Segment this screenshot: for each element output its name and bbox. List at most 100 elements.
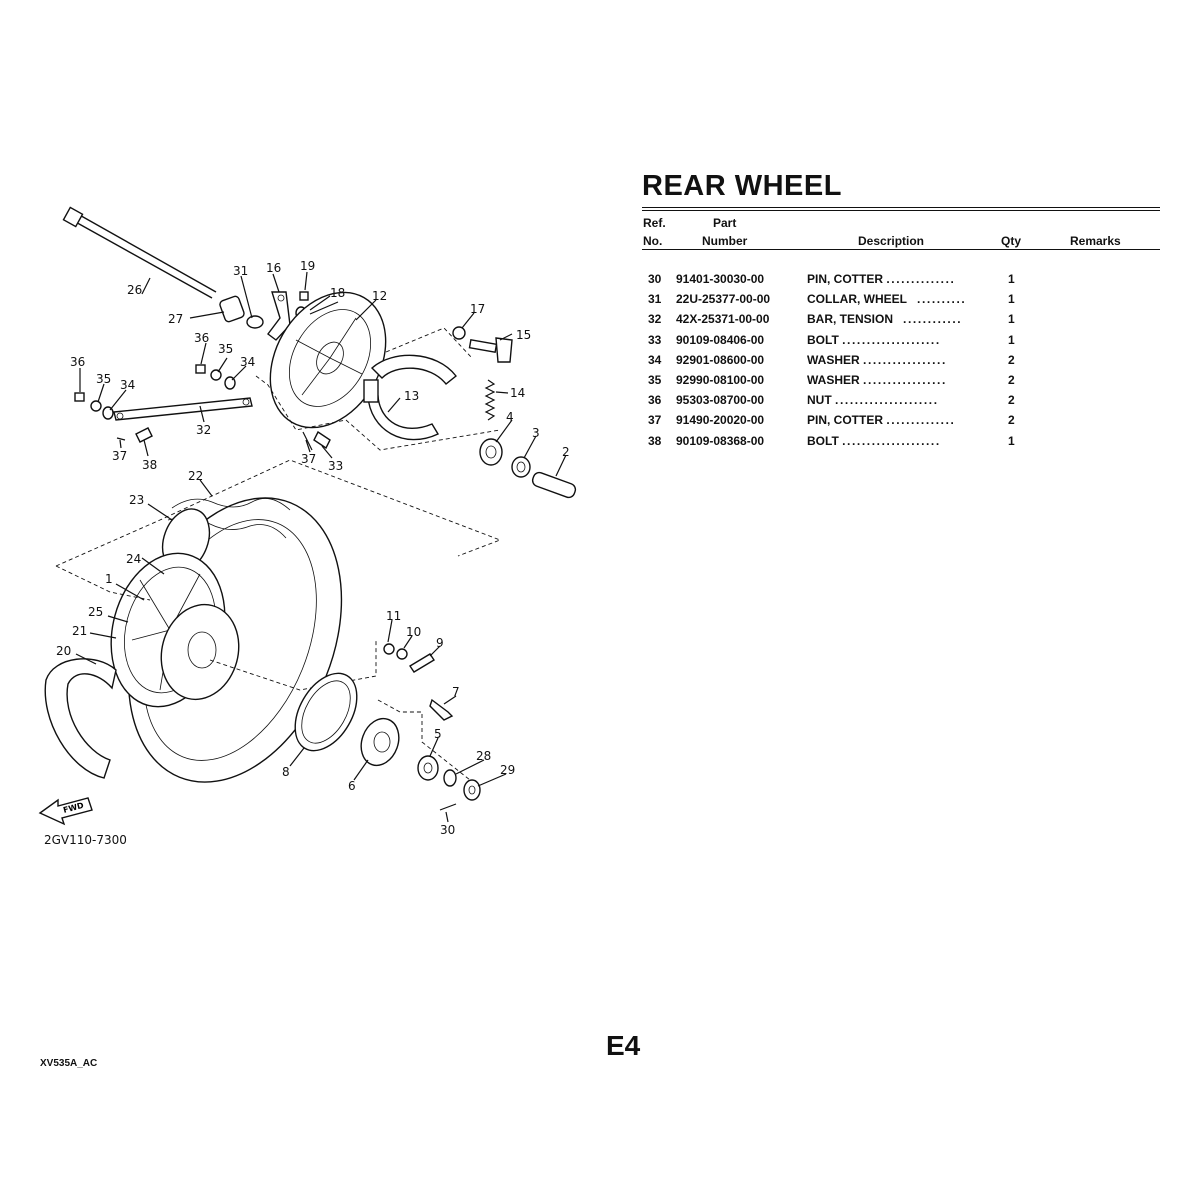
row-qty: 1 — [1008, 272, 1015, 286]
row-part-number: 92990-08100-00 — [676, 372, 765, 387]
bolt-part-19 — [299, 291, 309, 301]
callout-29: 29 — [500, 763, 515, 777]
bolt-part-7 — [429, 698, 454, 721]
row-ref: 36 — [648, 393, 662, 408]
row-part-number: 92901-08600-00 — [676, 352, 765, 367]
callout-14: 14 — [510, 386, 525, 400]
row-description: BAR, TENSION ............ — [807, 312, 962, 326]
row-ref: 32 — [648, 312, 662, 327]
callout-34a: 34 — [120, 378, 135, 392]
callout-1: 1 — [105, 572, 113, 586]
nut-part-11 — [383, 643, 395, 655]
row-part-number: 91490-20020-00 — [676, 413, 765, 428]
callout-18: 18 — [330, 286, 345, 300]
table-row: 37 91490-20020-00 PIN, COTTER ..........… — [642, 413, 1160, 433]
header-part-top: Part — [713, 216, 737, 230]
callout-21: 21 — [72, 624, 87, 638]
row-leader-dots: .................... — [842, 433, 941, 448]
table-row: 34 92901-08600-00 WASHER ...............… — [642, 353, 1160, 373]
callout-8: 8 — [282, 765, 290, 779]
row-ref: 34 — [648, 352, 662, 367]
callout-5: 5 — [434, 727, 442, 741]
callout-30: 30 — [440, 823, 455, 837]
row-ref: 37 — [648, 413, 662, 428]
leader-lines — [75, 271, 567, 823]
row-ref: 30 — [648, 272, 662, 286]
row-qty: 1 — [1008, 292, 1015, 307]
page-code: E4 — [606, 1030, 641, 1061]
row-part-number: 95303-08700-00 — [676, 393, 765, 408]
parts-table: 30 91401-30030-00 PIN, COTTER ..........… — [642, 272, 1160, 454]
brake-cam-part — [468, 337, 513, 363]
washer-part-31 — [246, 315, 264, 329]
seal-part-3 — [511, 456, 531, 478]
cotter-pin-part-37b — [302, 431, 313, 451]
row-ref: 35 — [648, 372, 662, 387]
fwd-arrow-icon: FWD — [38, 797, 93, 826]
callout-10: 10 — [406, 625, 421, 639]
table-row: 38 90109-08368-00 BOLT .................… — [642, 434, 1160, 454]
callout-12: 12 — [372, 289, 387, 303]
row-part-number: 90109-08406-00 — [676, 332, 765, 347]
row-leader-dots: .................... — [842, 332, 941, 347]
assembly-line-top — [255, 375, 501, 451]
cam-lever-part — [267, 291, 291, 341]
row-qty: 1 — [1008, 312, 1015, 327]
brake-shoe-part — [363, 354, 457, 441]
bolt-part-9 — [409, 653, 435, 673]
callout-19: 19 — [300, 259, 315, 273]
callout-3: 3 — [532, 426, 540, 440]
header-rule — [642, 249, 1160, 250]
row-ref: 38 — [648, 433, 662, 448]
footer-model-code: XV535A_AC — [40, 1058, 98, 1069]
header-qty: Qty — [1001, 234, 1022, 248]
callout-13: 13 — [404, 389, 419, 403]
row-qty: 2 — [1008, 352, 1015, 367]
exploded-parts-diagram: FWD 2GV110-7300 — [38, 206, 577, 847]
callout-35b: 35 — [218, 342, 233, 356]
nut-part-36b — [195, 364, 206, 374]
callout-16: 16 — [266, 261, 281, 275]
row-description: NUT ..................... — [807, 393, 939, 407]
row-description: COLLAR, WHEEL .......... — [807, 292, 966, 306]
cotter-pin-part-37a — [116, 437, 126, 441]
row-ref: 33 — [648, 332, 662, 347]
washer-part-35b — [210, 369, 222, 381]
row-description: BOLT .................... — [807, 333, 941, 347]
washer-part-10 — [396, 648, 408, 660]
cotter-pin-part-30 — [439, 803, 457, 811]
row-part-number: 91401-30030-00 — [676, 272, 765, 286]
row-description: WASHER ................. — [807, 373, 947, 387]
callout-20: 20 — [56, 644, 71, 658]
nut-part-36a — [74, 392, 85, 402]
header-ref-bottom: No. — [643, 234, 663, 248]
row-leader-dots: ................. — [863, 372, 947, 387]
diagram-code: 2GV110-7300 — [44, 833, 127, 847]
callout-6: 6 — [348, 779, 356, 793]
table-row: 32 42X-25371-00-00 BAR, TENSION ........… — [642, 312, 1160, 332]
table-row: 33 90109-08406-00 BOLT .................… — [642, 333, 1160, 353]
collar-part-2 — [531, 471, 577, 499]
table-row: 31 22U-25377-00-00 COLLAR, WHEEL .......… — [642, 292, 1160, 312]
bolt-part-38 — [135, 427, 153, 443]
row-leader-dots: .............. — [886, 272, 956, 286]
callout-33: 33 — [328, 459, 343, 473]
title-rule-bottom — [642, 210, 1160, 211]
callout-17: 17 — [470, 302, 485, 316]
row-description-text: BAR, TENSION — [807, 312, 894, 327]
callout-23: 23 — [129, 493, 144, 507]
row-description-text: COLLAR, WHEEL — [807, 292, 907, 307]
callout-36b: 36 — [194, 331, 209, 345]
row-part-number: 42X-25371-00-00 — [676, 312, 770, 327]
collar-part — [219, 295, 245, 323]
axle-part — [62, 206, 217, 299]
table-row: 36 95303-08700-00 NUT ..................… — [642, 393, 1160, 413]
table-row: 30 91401-30030-00 PIN, COTTER ..........… — [642, 272, 1160, 292]
header-description: Description — [858, 234, 925, 248]
row-leader-dots: ................. — [863, 352, 947, 367]
callout-26: 26 — [127, 283, 142, 297]
callout-22: 22 — [188, 469, 203, 483]
tension-bar-part — [113, 397, 253, 421]
tube-part — [44, 658, 117, 779]
row-description-text: WASHER — [807, 372, 860, 387]
